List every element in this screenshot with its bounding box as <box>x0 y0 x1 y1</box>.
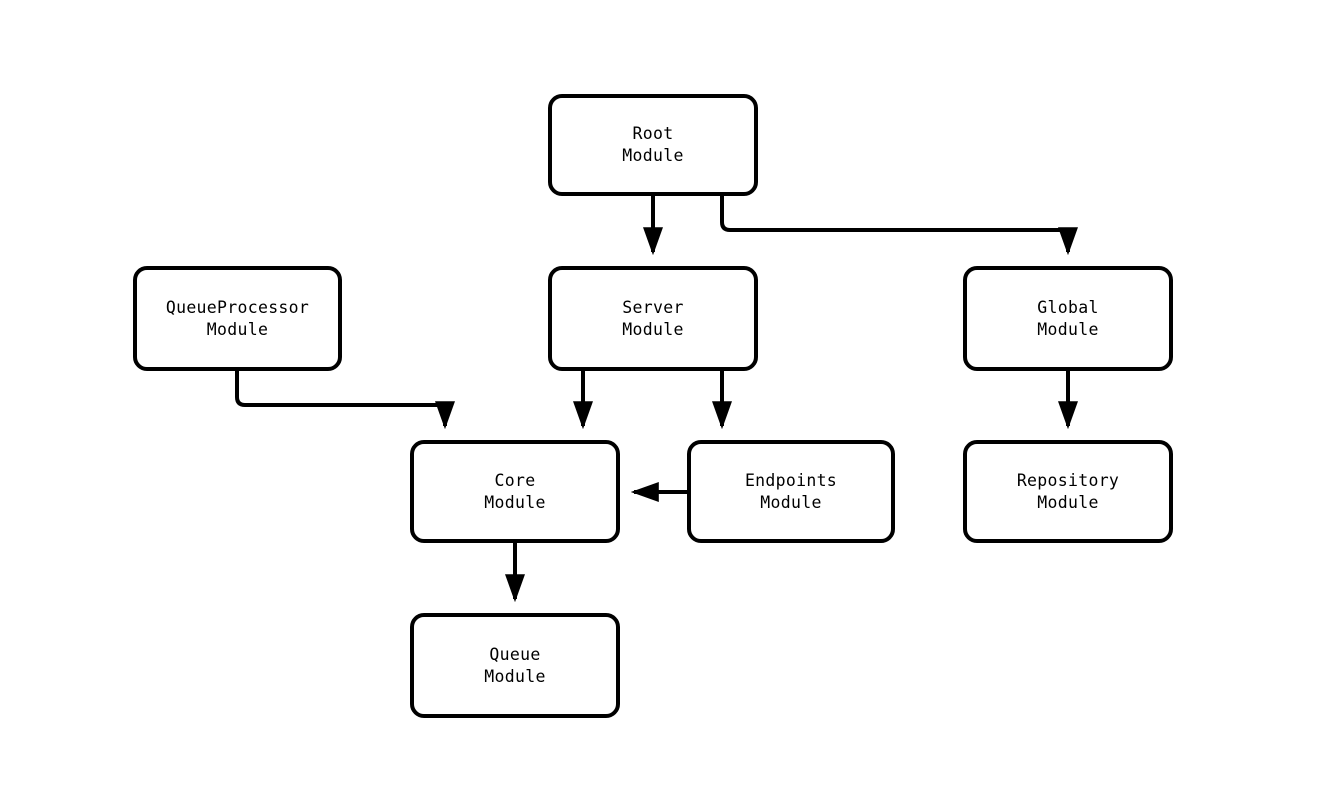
node-root[interactable]: Root Module <box>548 94 758 196</box>
node-global-title: Global <box>1037 297 1099 317</box>
node-queue-subtitle: Module <box>484 666 546 686</box>
node-global[interactable]: Global Module <box>963 266 1173 371</box>
node-server-subtitle: Module <box>622 319 684 339</box>
node-server[interactable]: Server Module <box>548 266 758 371</box>
node-queue-title: Queue <box>489 644 541 664</box>
node-repository-subtitle: Module <box>1037 492 1099 512</box>
node-repository[interactable]: Repository Module <box>963 440 1173 543</box>
edge-root-global <box>720 196 1078 256</box>
node-root-subtitle: Module <box>622 146 684 165</box>
node-core-title: Core <box>494 470 536 490</box>
node-repository-title: Repository <box>1016 470 1120 490</box>
node-queueprocessor-title: QueueProcessor <box>165 297 310 317</box>
node-endpoints-subtitle: Module <box>760 492 822 512</box>
edge-queueprocessor-core <box>235 371 455 430</box>
node-queueprocessor[interactable]: QueueProcessor Module <box>133 266 342 371</box>
node-global-subtitle: Module <box>1037 319 1099 339</box>
node-endpoints[interactable]: Endpoints Module <box>687 440 895 543</box>
node-queueprocessor-subtitle: Module <box>206 319 269 339</box>
node-core[interactable]: Core Module <box>410 440 620 543</box>
node-core-subtitle: Module <box>484 492 546 512</box>
node-queue[interactable]: Queue Module <box>410 613 620 718</box>
node-root-title: Root <box>632 124 674 143</box>
node-server-title: Server <box>622 297 684 317</box>
node-endpoints-title: Endpoints <box>744 470 838 490</box>
